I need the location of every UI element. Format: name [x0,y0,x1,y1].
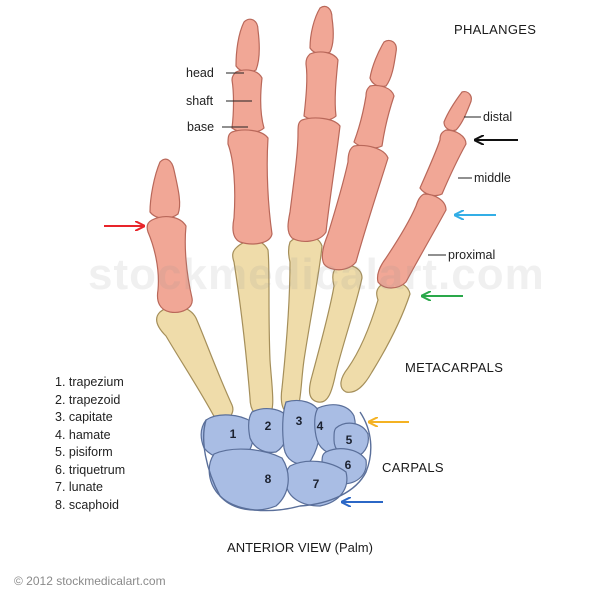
shaft-label: shaft [186,94,214,108]
carpal-bone-2 [248,408,290,453]
legend-item: 4. hamate [55,427,111,442]
leader-lines [222,72,481,256]
carpal-number-6: 6 [345,458,352,472]
phalanges-group [146,5,472,313]
carpal-numbers: 1 2 3 4 5 6 7 8 [230,414,353,491]
carpal-outline [203,411,372,512]
distal-label: distal [483,110,513,124]
phalanx-ring-middle [353,84,395,149]
phalanx-index-proximal [227,129,273,245]
arrows-group [104,140,518,502]
carpal-number-7: 7 [313,477,320,491]
phalanx-middle-middle [303,51,339,122]
carpal-number-2: 2 [265,419,272,433]
phalanx-middle-proximal [287,117,341,242]
legend-item: 5. pisiform [55,445,113,459]
metacarpal-ring [308,264,363,403]
legend-item: 1. trapezium [55,375,124,389]
phalanges-label: PHALANGES [454,22,537,37]
view-caption: ANTERIOR VIEW (Palm) [227,540,373,555]
legend-item: 7. lunate [55,480,103,494]
carpal-number-4: 4 [317,419,324,433]
phalanx-thumb-proximal [146,216,193,313]
metacarpals-group [156,235,411,422]
phalanx-index-distal [235,18,260,73]
metacarpal-little [340,281,411,393]
carpal-number-1: 1 [230,427,237,441]
copyright-credit: © 2012 stockmedicalart.com [14,574,166,588]
phalanx-middle-distal [309,5,334,55]
phalanx-little-middle [419,129,467,197]
legend-item: 8. scaphoid [55,497,119,512]
phalanx-thumb-distal [149,158,181,219]
metacarpal-thumb [156,305,234,422]
metacarpals-label: METACARPALS [405,360,504,375]
carpal-number-3: 3 [296,414,303,428]
legend-item: 2. trapezoid [55,392,121,407]
legend-item: 3. capitate [55,410,113,424]
phalanx-little-distal [443,91,472,132]
head-label: head [186,66,214,80]
watermark: stockmedicalart.com [88,250,545,299]
carpals-label: CARPALS [382,460,444,475]
legend-item: 6. triquetrum [55,462,126,477]
phalanx-ring-distal [369,39,397,88]
carpal-number-5: 5 [346,433,353,447]
phalanx-little-proximal [376,193,447,289]
carpal-bone-8 [208,448,289,511]
base-label: base [187,120,215,134]
carpals-group [200,399,372,512]
phalanx-ring-proximal [321,144,389,271]
carpal-legend: 1. trapezium 2. trapezoid 3. capitate 4.… [55,374,125,514]
carpal-number-8: 8 [265,472,272,486]
proximal-label: proximal [448,248,496,262]
middle-label: middle [474,171,511,185]
